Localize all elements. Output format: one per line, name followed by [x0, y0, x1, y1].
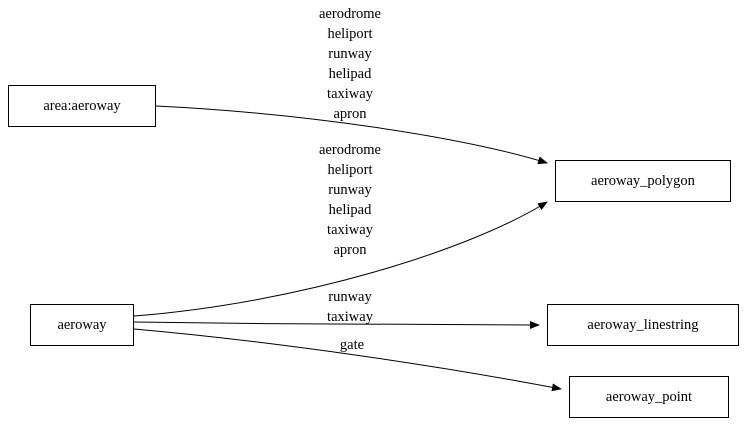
edge-label-aeroway-to-point: gate	[339, 337, 365, 353]
edge-aeroway-to-aeroway-linestring	[133, 320, 540, 329]
node-aeroway: aeroway	[30, 304, 134, 346]
edge-label-area-aeroway-to-polygon: aerodrome heliport runway helipad taxiwa…	[319, 6, 381, 122]
edge-label-aeroway-to-linestring: runway taxiway	[327, 289, 373, 325]
node-aeroway-polygon-label: aeroway_polygon	[591, 172, 695, 189]
edge-aeroway-to-aeroway-point	[133, 328, 562, 392]
node-aeroway-linestring: aeroway_linestring	[547, 304, 739, 346]
node-aeroway-point-label: aeroway_point	[605, 388, 693, 405]
edge-aeroway-to-aeroway-polygon	[133, 201, 548, 317]
edge-area-aeroway-to-aeroway-polygon	[155, 105, 548, 165]
node-area-aeroway-label: area:aeroway	[43, 97, 121, 114]
node-area-aeroway: area:aeroway	[8, 85, 156, 127]
edge-label-aeroway-to-polygon: aerodrome heliport runway helipad taxiwa…	[319, 142, 381, 258]
node-aeroway-point: aeroway_point	[569, 376, 729, 418]
node-aeroway-linestring-label: aeroway_linestring	[587, 316, 699, 333]
node-aeroway-polygon: aeroway_polygon	[555, 160, 731, 202]
node-aeroway-label: aeroway	[57, 316, 107, 333]
